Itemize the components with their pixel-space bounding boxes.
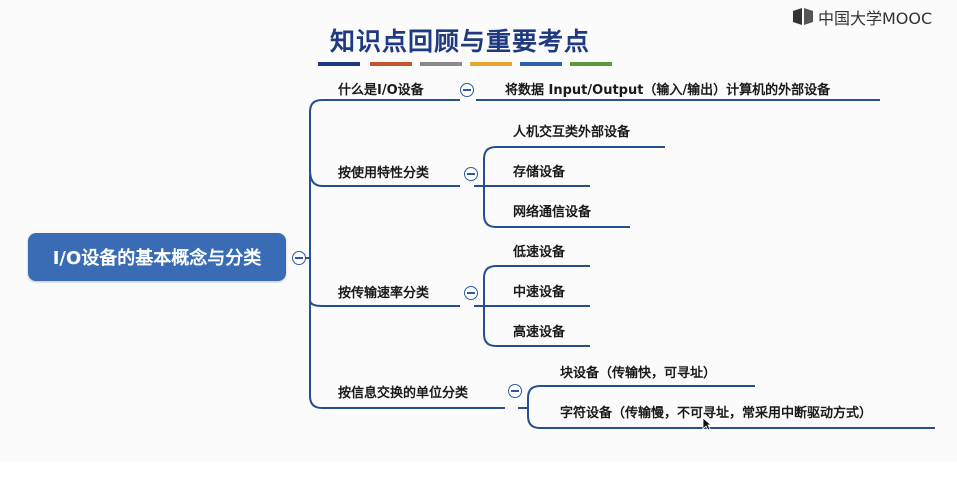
- leaf-block-device[interactable]: 块设备（传输快，可寻址）: [560, 366, 717, 381]
- leaf-human-interaction[interactable]: 人机交互类外部设备: [513, 125, 631, 140]
- title-stripe-2: [370, 62, 412, 66]
- leaf-high-speed[interactable]: 高速设备: [513, 325, 566, 340]
- title-stripe-5: [520, 62, 562, 66]
- mouse-pointer-icon: [702, 416, 713, 431]
- leaf-network[interactable]: 网络通信设备: [513, 205, 592, 220]
- title-stripe-4: [470, 62, 512, 66]
- leaf-char-device[interactable]: 字符设备（传输慢，不可寻址，常采用中断驱动方式）: [560, 406, 873, 421]
- minus-circle-icon[interactable]: [464, 167, 478, 181]
- minus-circle-icon[interactable]: [460, 83, 474, 97]
- title-stripe-1: [318, 62, 360, 66]
- logo-text: 中国大学MOOC: [818, 9, 933, 28]
- slide-bottom-margin: [0, 462, 957, 492]
- title-stripe-6: [570, 62, 612, 66]
- leaf-low-speed[interactable]: 低速设备: [513, 245, 566, 260]
- mooc-logo: 中国大学MOOC: [792, 6, 932, 28]
- branch-by-usage[interactable]: 按使用特性分类: [338, 166, 430, 181]
- title-stripe-3: [420, 62, 462, 66]
- minus-circle-icon[interactable]: [508, 384, 522, 398]
- leaf-io-definition[interactable]: 将数据 Input/Output（输入/输出）计算机的外部设备: [505, 83, 831, 98]
- root-node[interactable]: I/O设备的基本概念与分类: [28, 233, 286, 281]
- minus-circle-icon[interactable]: [292, 251, 306, 265]
- minus-circle-icon[interactable]: [464, 286, 478, 300]
- mooc-logo-icon: [792, 7, 814, 27]
- leaf-storage[interactable]: 存储设备: [513, 165, 566, 180]
- leaf-mid-speed[interactable]: 中速设备: [513, 285, 566, 300]
- slide-title: 知识点回顾与重要考点: [330, 27, 591, 56]
- branch-what-is-io[interactable]: 什么是I/O设备: [338, 83, 424, 98]
- branch-by-speed[interactable]: 按传输速率分类: [338, 286, 430, 301]
- branch-by-exchange-unit[interactable]: 按信息交换的单位分类: [338, 386, 469, 401]
